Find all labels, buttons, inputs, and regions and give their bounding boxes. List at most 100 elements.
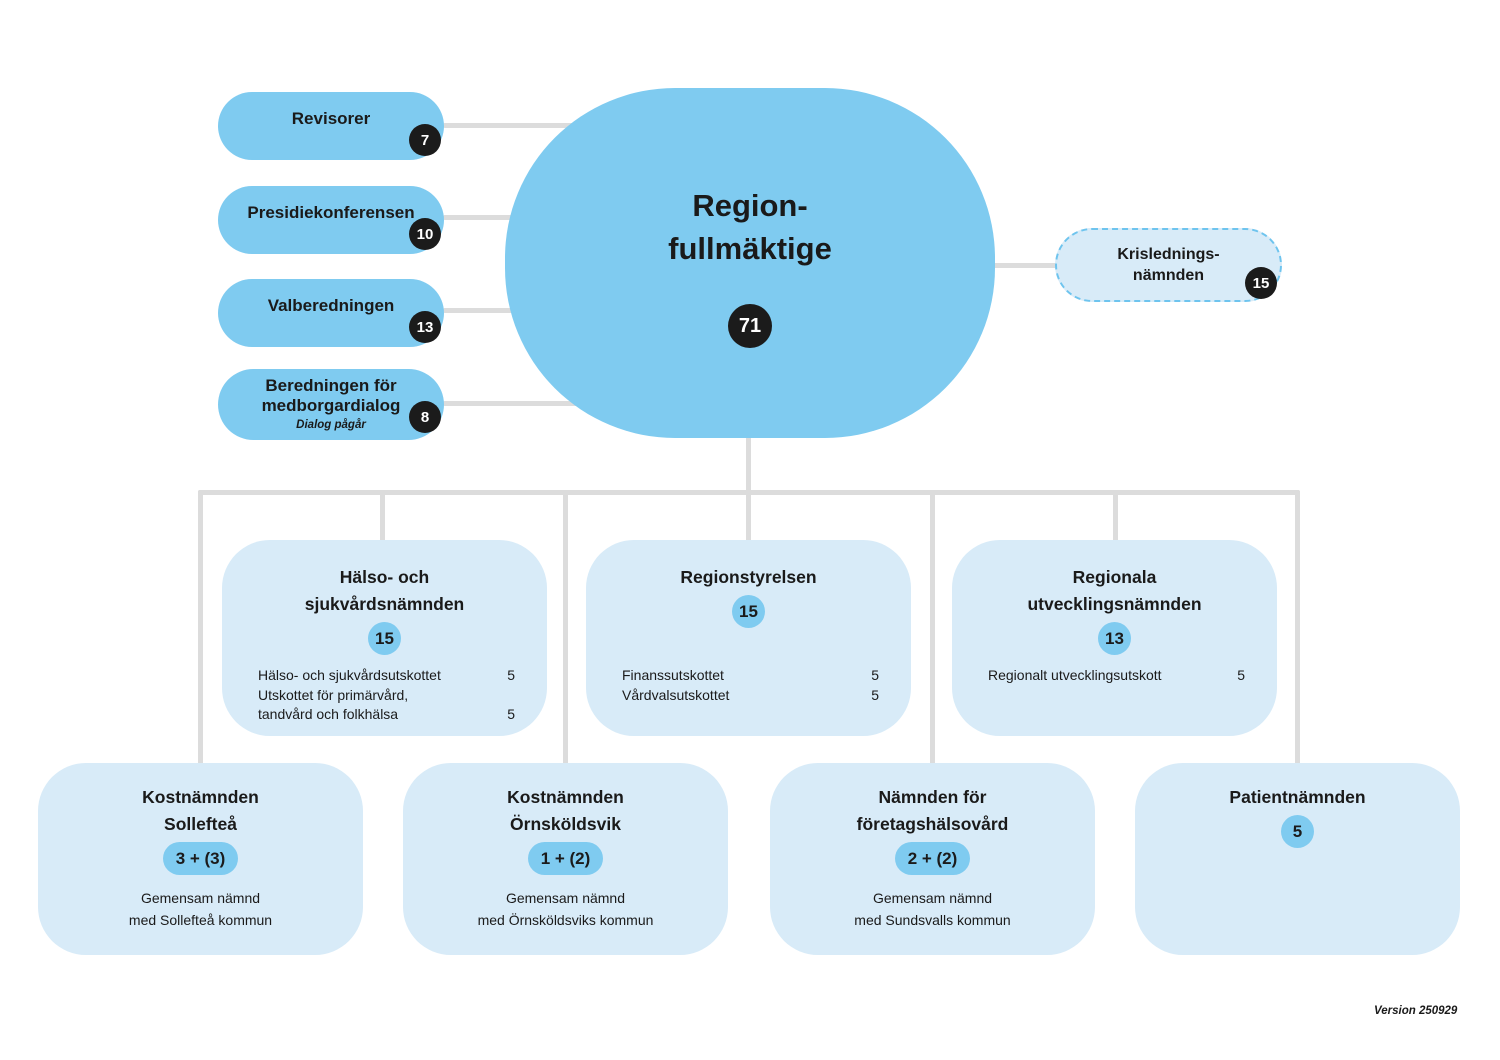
member-count-badge: 1 + (2) (527, 842, 604, 875)
node-regionfullmaktige: Region- fullmäktige 71 (505, 88, 995, 438)
node-title-line: Örnsköldsvik (510, 814, 621, 834)
node-title-line: sjukvårdsnämnden (304, 594, 465, 614)
node-title-line: Hälso- och (339, 567, 430, 587)
connector-drop-regionstyrelsen (746, 490, 751, 542)
node-title-line: Kostnämnden (142, 787, 259, 807)
member-count-badge: 5 (1281, 815, 1314, 848)
node-label: Revisorer (291, 109, 371, 128)
node-title: Regionstyrelsen (680, 564, 816, 591)
node-title-line: Patientnämnden (1229, 787, 1366, 807)
node-note-line: Gemensam nämnd (505, 890, 626, 906)
node-title-line: fullmäktige (668, 231, 832, 266)
subcommittee-row: Finanssutskottet 5 (622, 666, 879, 686)
node-title-line: Nämnden för (878, 787, 987, 807)
member-count-badge: 7 (409, 124, 441, 156)
node-title-line: nämnden (1132, 267, 1205, 284)
connector-drop-foretagshalsovard (930, 490, 935, 765)
node-title-line: Sollefteå (164, 814, 237, 834)
node-krisledningsnamnden: Krislednings- nämnden 15 (1055, 228, 1282, 302)
node-note: Dialog pågår (296, 419, 366, 431)
member-count-badge: 13 (1098, 622, 1131, 655)
node-beredningen-medborgardialog: Beredningen för medborgardialog Dialog p… (218, 369, 444, 440)
member-count-badge: 15 (732, 595, 765, 628)
subcommittee-count: 5 (1237, 667, 1245, 683)
subcommittee-label: tandvård och folkhälsa (258, 706, 399, 722)
subcommittee-row: Hälso- och sjukvårdsutskottet 5 (258, 666, 515, 686)
subcommittee-count: 5 (507, 667, 515, 683)
node-title-line: Kostnämnden (507, 787, 624, 807)
node-note-line: Gemensam nämnd (872, 890, 993, 906)
node-title: Patientnämnden (1229, 784, 1365, 811)
node-presidiekonferensen: Presidiekonferensen 10 (218, 186, 444, 254)
connector-root-stem (746, 430, 751, 492)
connector-drop-regionala-utvecklingsnamnden (1113, 490, 1118, 542)
node-title-line: utvecklingsnämnden (1027, 594, 1202, 614)
subcommittee-row: Vårdvalsutskottet 5 (622, 686, 879, 706)
node-title: Nämnden för företagshälsovård (857, 784, 1009, 838)
subcommittee-count: 5 (871, 667, 879, 683)
node-title-line: Regionala (1072, 567, 1157, 587)
connector-drop-patientnamnden (1295, 490, 1300, 765)
subcommittee-label: Regionalt utvecklingsutskott (988, 667, 1162, 683)
node-regionala-utvecklingsnamnden: Regionala utvecklingsnämnden 13 Regional… (952, 540, 1277, 736)
subcommittee-list: Hälso- och sjukvårdsutskottet 5 Utskotte… (258, 666, 515, 725)
node-revisorer: Revisorer 7 (218, 92, 444, 160)
subcommittee-label: Utskottet för primärvård, (258, 686, 409, 703)
connector-revisorer (443, 123, 573, 128)
member-count-badge: 10 (409, 218, 441, 250)
connector-presidiekonferensen (443, 215, 515, 220)
node-namnden-foretagshalsovard: Nämnden för företagshälsovård 2 + (2) Ge… (770, 763, 1095, 955)
subcommittee-list: Finanssutskottet 5 Vårdvalsutskottet 5 (622, 666, 879, 705)
member-count-badge: 15 (1245, 267, 1277, 299)
member-count-badge: 2 + (2) (894, 842, 971, 875)
node-title: Region- fullmäktige (505, 184, 995, 270)
node-note-line: Gemensam nämnd (140, 890, 261, 906)
node-title: Krislednings- nämnden (1117, 244, 1219, 286)
node-note-line: med Örnsköldsviks kommun (477, 911, 654, 928)
member-count-badge: 13 (409, 311, 441, 343)
node-note-line: med Sundsvalls kommun (854, 911, 1011, 928)
node-label-line: Beredningen för (265, 376, 397, 395)
member-count-badge: 15 (368, 622, 401, 655)
node-title-line: Regionstyrelsen (680, 567, 817, 587)
subcommittee-count: 5 (507, 706, 515, 722)
subcommittee-list: Regionalt utvecklingsutskott 5 (988, 666, 1245, 686)
connector-drop-kostnamnden-solleftea (198, 490, 203, 765)
connector-drop-halso-sjukvardsnamnden (380, 490, 385, 542)
node-title-line: Region- (692, 188, 808, 223)
member-count-badge: 8 (409, 401, 441, 433)
node-kostnamnden-ornskoldsvik: Kostnämnden Örnsköldsvik 1 + (2) Gemensa… (403, 763, 728, 955)
connector-valberedningen (443, 308, 513, 313)
connector-beredningen (443, 401, 578, 406)
member-count-badge: 71 (728, 304, 772, 348)
node-kostnamnden-solleftea: Kostnämnden Sollefteå 3 + (3) Gemensam n… (38, 763, 363, 955)
node-title: Kostnämnden Örnsköldsvik (507, 784, 624, 838)
node-note: Gemensam nämnd med Sundsvalls kommun (854, 888, 1010, 931)
node-note-line: med Sollefteå kommun (128, 911, 273, 928)
node-label-line: medborgardialog (261, 396, 401, 415)
node-label: Presidiekonferensen (247, 203, 415, 222)
subcommittee-row: tandvård och folkhälsa 5 (258, 705, 515, 725)
subcommittee-label: Hälso- och sjukvårdsutskottet (258, 667, 441, 683)
subcommittee-count: 5 (871, 686, 879, 703)
node-halso-och-sjukvardsnamnden: Hälso- och sjukvårdsnämnden 15 Hälso- oc… (222, 540, 547, 736)
member-count-badge: 3 + (3) (162, 842, 239, 875)
node-title: Hälso- och sjukvårdsnämnden (305, 564, 465, 618)
node-valberedningen: Valberedningen 13 (218, 279, 444, 347)
version-label: Version 250929 (1374, 1005, 1458, 1017)
node-regionstyrelsen: Regionstyrelsen 15 Finanssutskottet 5 Vå… (586, 540, 911, 736)
subcommittee-label: Vårdvalsutskottet (622, 686, 730, 703)
subcommittee-row: Regionalt utvecklingsutskott 5 (988, 666, 1245, 686)
node-note: Gemensam nämnd med Sollefteå kommun (129, 888, 272, 931)
connector-drop-kostnamnden-ornskoldsvik (563, 490, 568, 765)
node-note: Gemensam nämnd med Örnsköldsviks kommun (478, 888, 654, 931)
node-title-line: Krislednings- (1117, 246, 1220, 263)
node-patientnamnden: Patientnämnden 5 (1135, 763, 1460, 955)
node-title-line: företagshälsovård (856, 814, 1009, 834)
connector-krisledningsnamnden (990, 263, 1057, 268)
node-title: Regionala utvecklingsnämnden (1027, 564, 1201, 618)
node-label: Valberedningen (267, 296, 395, 315)
subcommittee-label: Finanssutskottet (622, 667, 724, 683)
subcommittee-row: Utskottet för primärvård, (258, 686, 515, 706)
